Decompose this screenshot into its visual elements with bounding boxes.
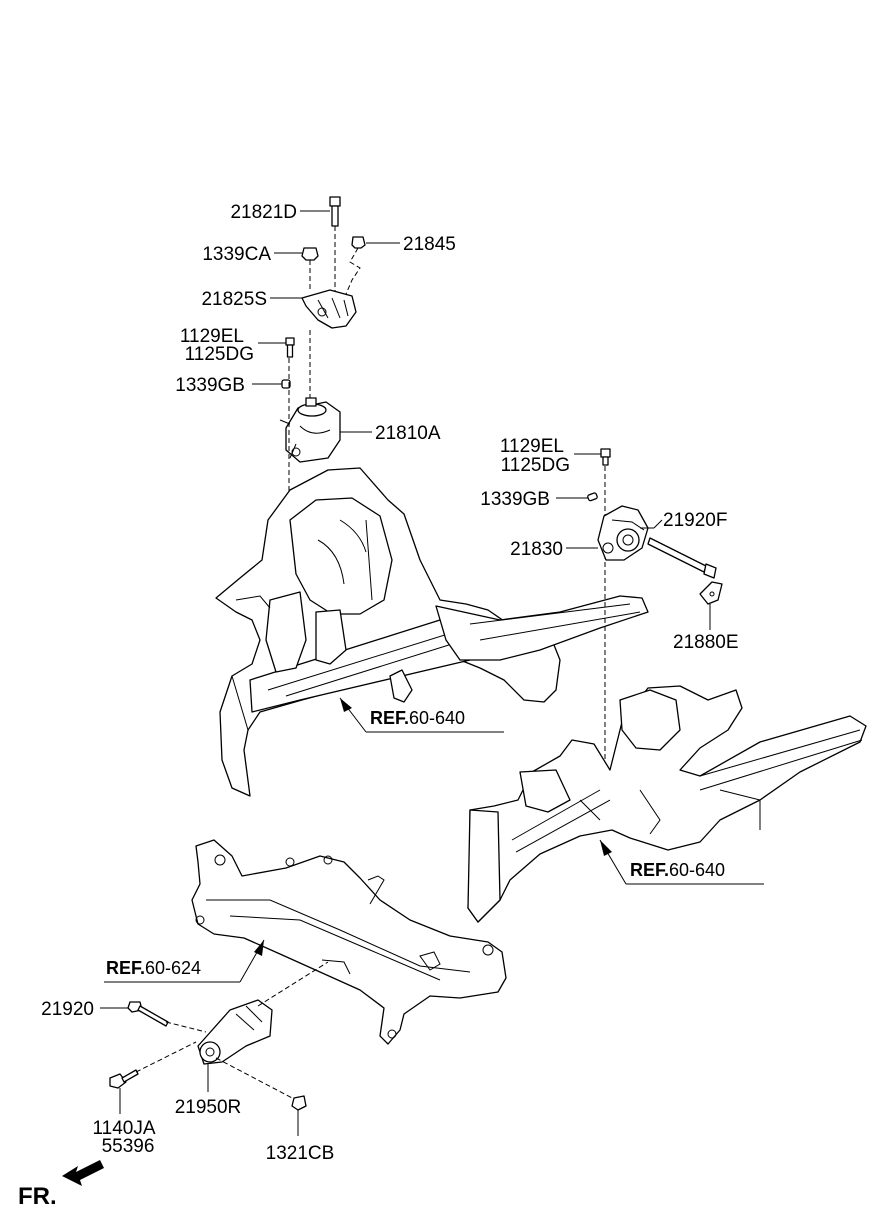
bolt-21920F-icon xyxy=(640,527,717,579)
nut-21845-icon xyxy=(345,236,366,295)
label-21830: 21830 xyxy=(510,539,563,560)
nut-1339CA-icon xyxy=(301,247,319,290)
right-body-structure xyxy=(467,685,867,923)
bolt-1129EL-1125DG-right-icon xyxy=(600,448,611,466)
transmission-mount-21830-icon xyxy=(597,505,649,561)
upper-left-mount-assembly xyxy=(279,196,366,640)
washer-1339GB-right-icon xyxy=(587,492,598,502)
label-1339GB-upper: 1339GB xyxy=(175,375,245,396)
label-1339CA: 1339CA xyxy=(202,244,271,265)
front-label: FR. xyxy=(18,1183,57,1210)
label-1125DG-right: 1125DG xyxy=(501,455,570,476)
nut-1321CB-icon xyxy=(291,1095,307,1111)
label-1125DG-upper: 1125DG xyxy=(185,344,254,365)
bolt-21821D-icon xyxy=(329,196,341,292)
left-body-structure xyxy=(215,467,649,797)
bracket-21880E-icon xyxy=(699,581,723,605)
rod-mount-21950R-icon xyxy=(197,999,273,1065)
front-direction-indicator: FR. xyxy=(18,1160,104,1210)
ref-60-640-right: REF.60-640 xyxy=(630,860,725,880)
ref-60-640-left: REF.60-640 xyxy=(370,708,465,728)
label-1129EL-upper: 1129EL xyxy=(180,326,244,347)
part-labels: 21821D 1339CA 21845 21825S 1129EL 1125DG… xyxy=(41,202,738,1164)
front-arrow-icon xyxy=(62,1160,104,1186)
reference-leaders xyxy=(104,697,764,983)
label-55396: 55396 xyxy=(102,1136,155,1157)
label-1140JA: 1140JA xyxy=(92,1118,155,1139)
label-21920: 21920 xyxy=(41,999,94,1020)
bolt-21920-icon xyxy=(127,1001,169,1027)
lower-mount-assembly xyxy=(109,961,329,1111)
label-21810A: 21810A xyxy=(375,423,441,444)
label-1129EL-right: 1129EL xyxy=(500,436,564,457)
label-21950R: 21950R xyxy=(175,1097,242,1118)
right-mount-assembly xyxy=(587,448,723,800)
label-21920F: 21920F xyxy=(663,510,727,531)
label-21880E: 21880E xyxy=(673,632,739,653)
bolt-1140JA-icon xyxy=(109,1069,139,1089)
label-1321CB: 1321CB xyxy=(266,1143,335,1164)
bracket-21825S-icon xyxy=(301,289,357,329)
bolt-1129EL-1125DG-upper-icon xyxy=(285,337,295,358)
reference-labels: REF.60-640 REF.60-640 REF.60-624 xyxy=(106,708,725,978)
sub-frame xyxy=(191,839,507,1045)
label-21821D: 21821D xyxy=(230,202,297,223)
label-21845: 21845 xyxy=(403,234,456,255)
leader-lines xyxy=(100,210,711,1136)
label-1339GB-right: 1339GB xyxy=(480,489,550,510)
ref-60-624: REF.60-624 xyxy=(106,958,201,978)
label-21825S: 21825S xyxy=(201,289,267,310)
engine-mount-21810A-icon xyxy=(279,397,341,463)
